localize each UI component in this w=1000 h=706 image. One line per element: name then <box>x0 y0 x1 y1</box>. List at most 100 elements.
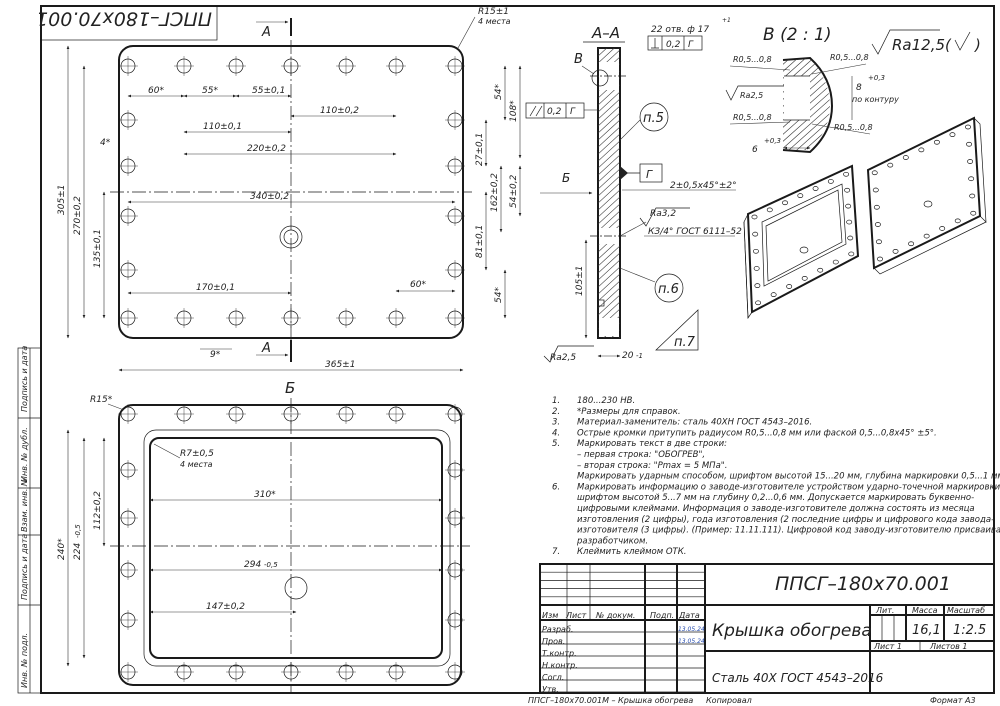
tb-col-list: Лист <box>565 611 587 620</box>
tb-row-nkontr: Н.контр. <box>542 661 578 670</box>
dim-240: 240* <box>57 538 67 560</box>
dim-294-tol: -0,5 <box>264 561 278 569</box>
bolt-hole <box>892 249 899 254</box>
bolt-hole <box>970 210 977 216</box>
dim-r7: R7±0,5 <box>180 449 214 459</box>
bolt-hole <box>751 214 758 220</box>
svg-text:Г: Г <box>688 40 694 50</box>
tb-mass-value: 16,1 <box>912 623 941 638</box>
svg-text:+1: +1 <box>722 17 731 24</box>
note-text: цифровыми клеймами. Информация о заводе-… <box>577 504 975 514</box>
dim-105: 105±1 <box>575 266 585 296</box>
parallelism-frame: 0,2 Г <box>525 102 598 119</box>
section-a-mark-bottom: А <box>261 341 271 356</box>
side-strip-label: Инв. № подл. <box>20 633 29 688</box>
svg-text:Г: Г <box>570 107 576 117</box>
bolt-hole <box>965 124 971 130</box>
chamfer-note: 2±0,5х45°±2° <box>670 181 737 191</box>
bolt-hole <box>847 235 854 241</box>
footer-file: ППСГ–180х70.001М – Крышка обогрева <box>528 696 693 705</box>
svg-text:22 отв. ф 17: 22 отв. ф 17 <box>651 25 709 35</box>
detail-v-mark: В <box>574 52 583 67</box>
bolt-hole <box>967 159 974 164</box>
svg-text:+0,3: +0,3 <box>868 74 885 82</box>
bolt-hole <box>753 266 760 271</box>
svg-text:R0,5...0,8: R0,5...0,8 <box>834 123 873 132</box>
bolt-hole <box>848 251 855 257</box>
note-text: изготовления (2 цифры), года изготовлени… <box>577 515 994 525</box>
bolt-hole <box>752 231 759 237</box>
dim-54a: 54* <box>494 84 504 100</box>
note-number: 7. <box>552 547 560 557</box>
detail-v: В (2 : 1) Ra12,5 ( ) R0,5...0,8 R0,5...0… <box>725 25 981 155</box>
bolt-hole <box>755 300 762 306</box>
dim-135: 135±0,1 <box>93 229 103 268</box>
section-aa-title: А–А <box>591 24 620 42</box>
tb-designation: ППСГ–180х70.001 <box>775 573 951 595</box>
dim-20-tol: -1 <box>636 352 643 360</box>
dim-r15: R15±1 <box>478 7 509 17</box>
svg-text:R0,5...0,8: R0,5...0,8 <box>830 53 869 62</box>
dim-54b: 54±0,2 <box>509 174 519 208</box>
tb-scale: Масштаб <box>947 606 985 615</box>
dim-20: 20 <box>622 351 634 361</box>
side-strip-label: Взам. инв. № <box>20 478 29 532</box>
technical-notes: 1.180...230 HB.2.*Размеры для справок.3.… <box>552 396 1000 557</box>
tb-col-izm: Изм <box>542 611 558 620</box>
bolt-hole <box>871 170 878 176</box>
dim-27: 27±0,1 <box>475 133 485 166</box>
bolt-hole <box>827 179 834 184</box>
view-b-title: Б <box>285 379 295 397</box>
side-strip-label: Подпись и дата <box>20 534 29 600</box>
note-text: Материал-заменитель: сталь 40ХН ГОСТ 454… <box>577 418 812 428</box>
weld-note: КЗ/4° ГОСТ 6111–52 <box>648 227 742 237</box>
note-text: разработчиком. <box>576 536 648 546</box>
title-block: Изм Лист № докум. Подп. Дата Разраб. Про… <box>539 563 995 694</box>
isometric-views <box>743 116 987 320</box>
dim-4: 4* <box>100 138 111 148</box>
bolt-hole <box>843 171 850 177</box>
tb-scale-value: 1:2.5 <box>953 623 986 638</box>
bolt-hole <box>969 193 976 199</box>
svg-text:0,2: 0,2 <box>547 107 562 117</box>
rotated-stamp: ППСГ–180х70.001 <box>36 5 218 41</box>
note-text: – первая строка: "ОБОГРЕВ", <box>577 450 705 460</box>
balloon-p7: п.7 <box>674 335 696 350</box>
svg-text:Ra2,5: Ra2,5 <box>740 91 763 100</box>
dim-r15-b: R15* <box>90 395 113 405</box>
footer-format: Формат А3 <box>930 696 976 705</box>
bolt-hole <box>918 147 925 153</box>
bolt-hole <box>908 241 915 247</box>
dim-54c: 54* <box>494 287 504 303</box>
bolt-hole <box>923 233 930 239</box>
side-strip: Подпись и дата Инв. № дубл. Взам. инв. №… <box>17 346 42 694</box>
tb-col-date: Дата <box>678 611 700 620</box>
bolt-hole <box>933 139 940 145</box>
note-text: Клеймить клеймом ОТК. <box>577 547 687 557</box>
bolt-hole <box>797 193 804 198</box>
balloon-p5: п.5 <box>643 111 664 126</box>
svg-text:R0,5...0,8: R0,5...0,8 <box>733 55 772 64</box>
dim-310: 310* <box>254 490 276 500</box>
dim-112: 112±0,2 <box>93 491 103 530</box>
footer-copied: Копировал <box>706 696 752 705</box>
balloon-p6: п.6 <box>658 282 679 297</box>
bolt-hole <box>832 259 839 265</box>
bolt-hole <box>812 186 819 191</box>
dim-55a: 55* <box>202 86 218 96</box>
dim-9: 9* <box>210 350 221 360</box>
tb-date-2: 13.05.24 <box>678 638 705 645</box>
bolt-hole <box>754 283 761 288</box>
perpendicularity-frame: 22 отв. ф 17 +1 0,2 Г <box>647 17 731 51</box>
tb-name: Крышка обогрева <box>712 621 872 641</box>
ra25-note: Ra2,5 <box>550 353 576 363</box>
note-number: 2. <box>552 407 560 417</box>
bolt-hole <box>873 204 880 210</box>
dim-55b: 55±0,1 <box>252 86 285 96</box>
bolt-hole <box>846 219 853 225</box>
bolt-hole <box>939 226 946 231</box>
tb-row-utv: Утв. <box>542 685 559 694</box>
view-b: Б R15* R7±0,5 4 места 310* 294 -0,5 147±… <box>57 379 470 692</box>
note-text: Острые кромки притупить радиусом R0,5...… <box>577 428 937 438</box>
